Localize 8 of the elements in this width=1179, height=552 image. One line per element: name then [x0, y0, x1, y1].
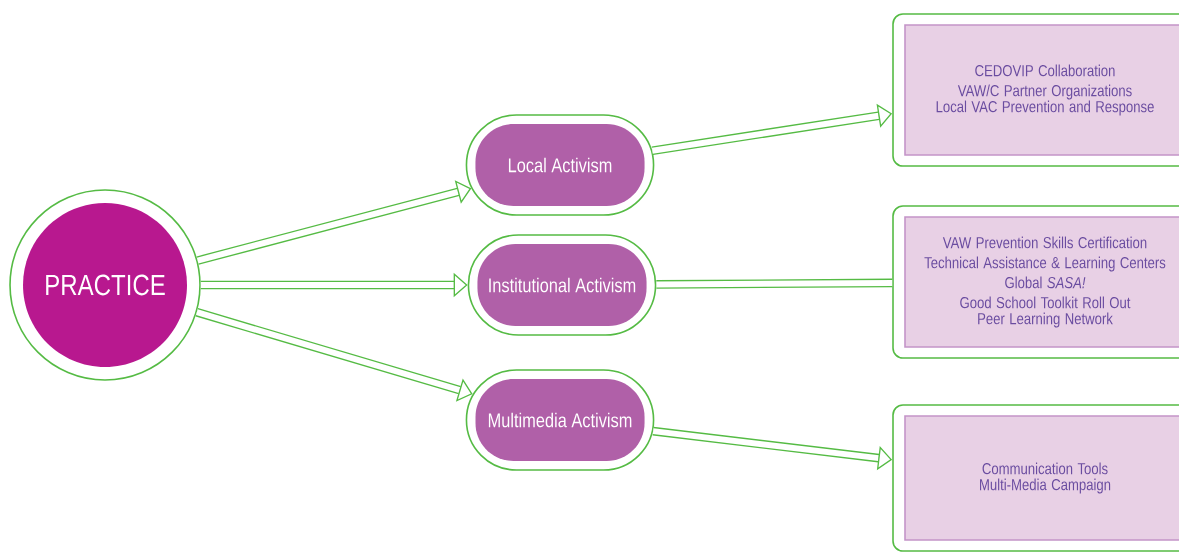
activism-pill: Local Activism [465, 114, 655, 216]
hollow-arrow [196, 180, 472, 265]
item-list-box: VAW Prevention Skills Certification Technical Assistance & Learning Centers Global SASA! Good School Toolkit Roll Out Peer Learning Network [892, 205, 1179, 359]
item-list-box: Communication Tools Multi-Media Campaign [892, 404, 1179, 552]
hollow-arrow [195, 308, 473, 402]
activism-pill: Multimedia Activism [465, 369, 655, 471]
activism-pill: Institutional Activism [467, 234, 657, 336]
item-list-box: CEDOVIP Collaboration VAW/C Partner Organizations Local VAC Prevention and Response [892, 13, 1179, 167]
